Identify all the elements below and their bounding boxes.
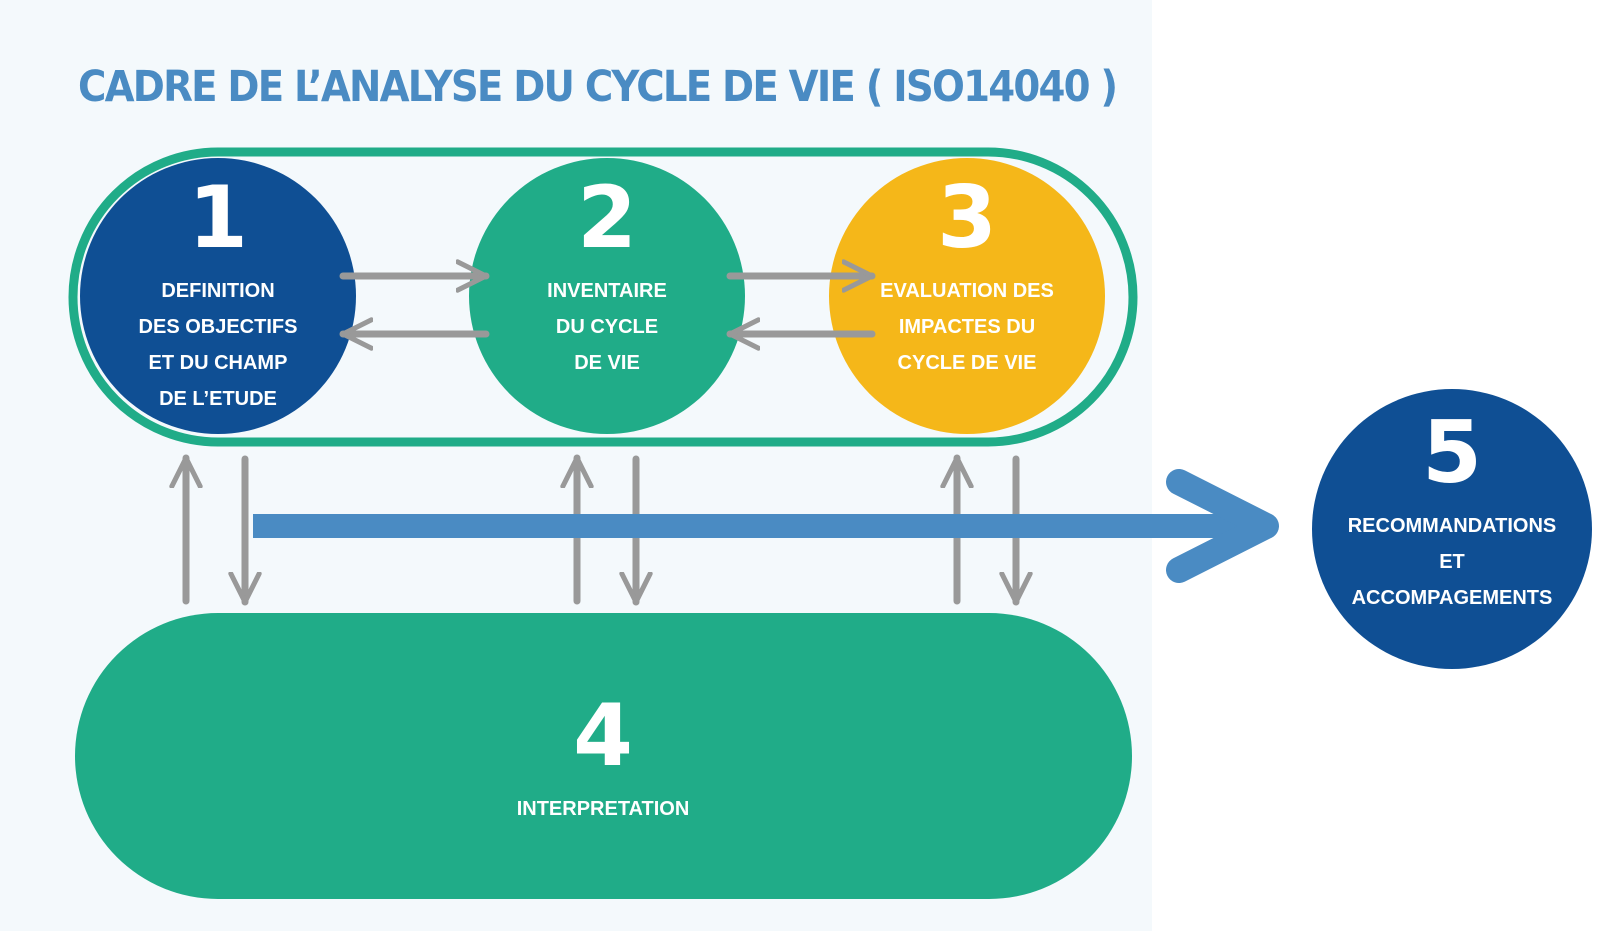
step-3-line: EVALUATION DES	[880, 280, 1054, 302]
step-2-line: DE VIE	[574, 352, 640, 374]
phases-frame	[68, 147, 1138, 447]
step-2-number: 2	[577, 168, 637, 268]
step-2-label: INVENTAIRE DU CYCLE DE VIE	[547, 273, 667, 381]
arrows-1-2	[339, 276, 490, 334]
arrows-1-4	[186, 454, 245, 606]
arrow-to-recommendations	[253, 469, 1279, 583]
step-1-line: ET DU CHAMP	[148, 352, 288, 374]
step-3-line: CYCLE DE VIE	[897, 352, 1037, 374]
step-1: 1 DEFINITION DES OBJECTIFS ET DU CHAMP D…	[118, 175, 318, 417]
step-1-label: DEFINITION DES OBJECTIFS ET DU CHAMP DE …	[139, 273, 298, 417]
step-1-number: 1	[188, 168, 248, 268]
step-5-line: ET	[1439, 551, 1465, 573]
step-3-circle	[829, 158, 1105, 434]
step-4-label: INTERPRETATION	[517, 791, 690, 827]
step-3-label: EVALUATION DES IMPACTES DU CYCLE DE VIE	[880, 273, 1054, 381]
step-4-capsule	[75, 613, 1132, 899]
step-2-line: DU CYCLE	[555, 316, 659, 338]
step-3-number: 3	[937, 168, 997, 268]
step-5-number: 5	[1422, 403, 1482, 503]
step-5-label: RECOMMANDATIONS ET ACCOMPAGEMENTS	[1348, 508, 1557, 616]
step-5-line: RECOMMANDATIONS	[1347, 515, 1557, 537]
step-1-line: DES OBJECTIFS	[138, 316, 298, 338]
arrows-2-3	[726, 276, 876, 334]
step-5-circle	[1312, 389, 1592, 669]
step-1-line: DE L’ETUDE	[159, 388, 277, 410]
diagram-title: CADRE DE L’ANALYSE DU CYCLE DE VIE ( ISO…	[78, 62, 1118, 112]
step-1-circle	[80, 158, 356, 434]
step-2-circle	[469, 158, 745, 434]
step-5: 5 RECOMMANDATIONS ET ACCOMPAGEMENTS	[1322, 410, 1582, 616]
step-3: 3 EVALUATION DES IMPACTES DU CYCLE DE VI…	[867, 175, 1067, 381]
step-4: 4 INTERPRETATION	[453, 693, 753, 827]
step-2-line: INVENTAIRE	[547, 280, 667, 302]
step-4-number: 4	[573, 686, 633, 786]
step-5-line: ACCOMPAGEMENTS	[1351, 587, 1553, 609]
step-4-line: INTERPRETATION	[516, 798, 690, 820]
step-1-line: DEFINITION	[161, 280, 275, 302]
step-3-line: IMPACTES DU	[898, 316, 1036, 338]
step-2: 2 INVENTAIRE DU CYCLE DE VIE	[507, 175, 707, 381]
